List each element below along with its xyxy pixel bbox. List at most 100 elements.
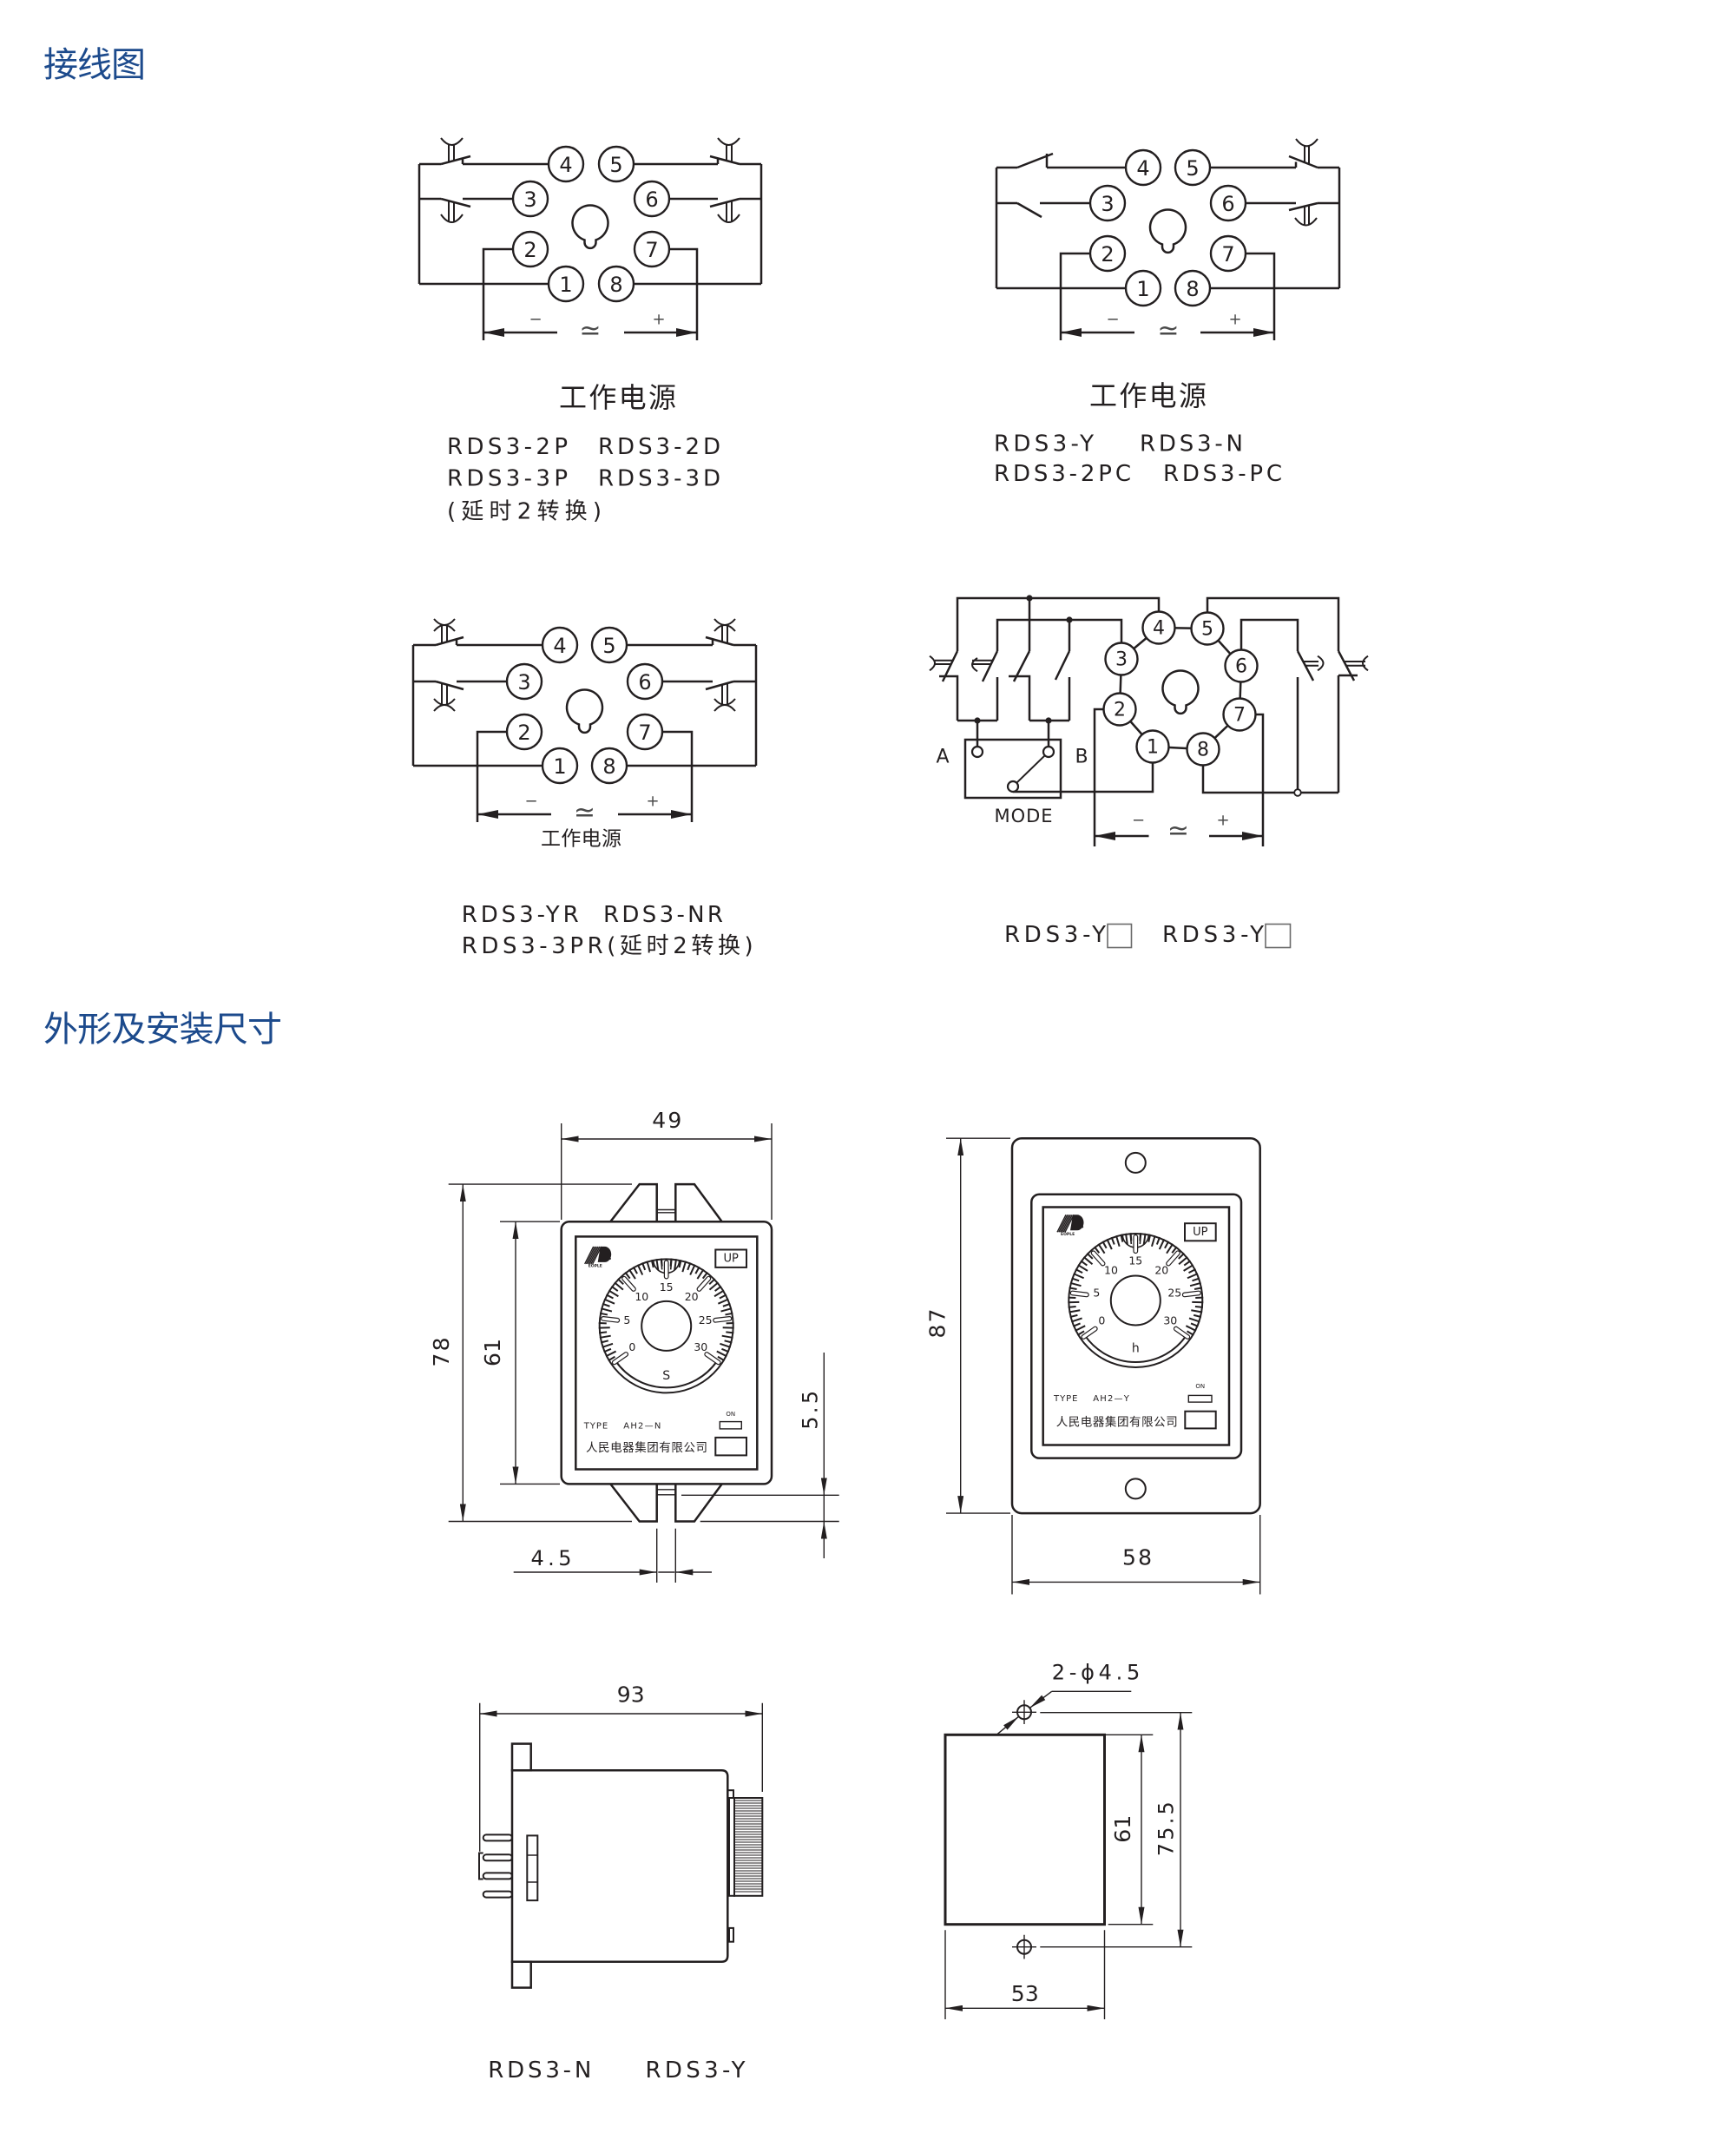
pin-label: 7 bbox=[1221, 242, 1234, 267]
time-dial: 0 5 10 15 20 25 30 h bbox=[1068, 1233, 1204, 1368]
pin-label: 1 bbox=[1147, 737, 1159, 759]
dimension-hole-pitch: 75.5 bbox=[1154, 1801, 1178, 1856]
ac-dc-symbol: ≃ bbox=[579, 316, 601, 346]
delayed-contact-5 bbox=[709, 155, 740, 166]
minus-symbol: − bbox=[524, 793, 537, 811]
dimension-cutout-height: 61 bbox=[1110, 1815, 1135, 1843]
pin-label: 2 bbox=[1101, 242, 1114, 267]
junction-hollow bbox=[1293, 788, 1302, 797]
dial-scale-label: 5 bbox=[623, 1313, 630, 1327]
pin-circle bbox=[511, 230, 549, 268]
pin-label: 2 bbox=[517, 721, 530, 745]
junction-dot bbox=[974, 717, 981, 724]
pin-circle bbox=[1174, 269, 1212, 307]
badge-box bbox=[1184, 1222, 1217, 1242]
dial-minor-tick bbox=[1142, 1233, 1147, 1245]
delay-symbol-icon bbox=[433, 618, 456, 643]
faceplate bbox=[575, 1235, 759, 1471]
wires bbox=[411, 643, 758, 822]
contact-3 bbox=[1016, 201, 1042, 219]
pin-circle bbox=[505, 662, 543, 701]
brand-logo: EOPLE bbox=[584, 1246, 612, 1268]
pin-7: 7 bbox=[626, 713, 664, 751]
indicator-led bbox=[1187, 1394, 1213, 1403]
badge-label: UP bbox=[1193, 1226, 1208, 1239]
button-box bbox=[714, 1436, 747, 1457]
pin-label: 8 bbox=[609, 273, 622, 297]
pin-circle bbox=[541, 747, 579, 785]
model-name: RDS3-3P bbox=[447, 466, 568, 492]
dial-minor-tick bbox=[614, 1281, 624, 1291]
pin-8: 8 bbox=[597, 265, 635, 303]
dial-minor-tick bbox=[1073, 1273, 1085, 1280]
pin-label: 8 bbox=[1197, 740, 1209, 761]
indicator-label: ON bbox=[1195, 1383, 1205, 1390]
dial-minor-tick bbox=[717, 1298, 729, 1305]
wiring-diagram-1: 4 5 3 6 2 7 1 8 − ≃ + 工作电源 RDS3-2P RDS3-… bbox=[418, 137, 763, 525]
dial-minor-tick bbox=[1178, 1256, 1188, 1265]
dial-major-tick bbox=[1081, 1326, 1098, 1340]
dimension-body-height: 61 bbox=[480, 1339, 505, 1366]
mounting-hole-bottom bbox=[1124, 1478, 1147, 1500]
pin-7: 7 bbox=[1222, 697, 1257, 732]
dial-minor-tick bbox=[674, 1259, 677, 1271]
side-tab bbox=[728, 1926, 734, 1943]
dial-minor-tick bbox=[605, 1350, 617, 1358]
dial-knob bbox=[1109, 1274, 1161, 1327]
pin-label: 8 bbox=[1186, 277, 1199, 301]
logo-bowl bbox=[1070, 1215, 1084, 1231]
pin-circle bbox=[1104, 642, 1139, 676]
pin-4: 4 bbox=[1124, 148, 1162, 187]
dial-minor-tick bbox=[1070, 1317, 1082, 1323]
pin-key bbox=[478, 1852, 483, 1880]
wiring-diagram-4: A B MODE 4 5 3 6 2 7 1 8 − ≃ + RDS3-Y RD… bbox=[929, 595, 1369, 949]
pin-circle bbox=[597, 145, 635, 183]
pin-label: 5 bbox=[602, 634, 615, 658]
pin-circle bbox=[1209, 234, 1247, 273]
dial-minor-tick bbox=[681, 1261, 687, 1273]
pin-circle bbox=[1124, 148, 1162, 187]
pin-6: 6 bbox=[1224, 648, 1259, 683]
knurled-knob bbox=[733, 1797, 764, 1897]
ac-dc-symbol: ≃ bbox=[574, 798, 595, 828]
mode-terminal-a bbox=[970, 745, 984, 759]
cutout-outline bbox=[944, 1733, 1106, 1926]
dimension-depth: 93 bbox=[617, 1682, 645, 1708]
socket-key-icon bbox=[565, 688, 604, 734]
pin-circle bbox=[511, 180, 549, 218]
dial-minor-tick bbox=[1150, 1234, 1156, 1248]
dial-major-tick bbox=[601, 1315, 621, 1323]
pin-6: 6 bbox=[633, 180, 671, 218]
extension-lines bbox=[946, 1137, 1261, 1595]
mode-label-b: B bbox=[1075, 747, 1088, 768]
pin-label: 2 bbox=[523, 238, 536, 262]
dial-scale-label: 20 bbox=[685, 1290, 699, 1303]
dial-minor-tick bbox=[608, 1289, 619, 1298]
mode-label: MODE bbox=[995, 806, 1053, 826]
delay-symbol-icon bbox=[717, 201, 740, 223]
delay-symbol-icon bbox=[440, 137, 464, 162]
delayed-contact-5 bbox=[1288, 155, 1318, 169]
delayed-contact-6 bbox=[709, 197, 740, 208]
model-name: RDS3-YR bbox=[462, 902, 579, 928]
dial-minor-tick bbox=[602, 1342, 614, 1348]
socket-pin bbox=[482, 1890, 514, 1899]
dial-inner-arc bbox=[615, 1360, 718, 1389]
brand-logo: EOPLE bbox=[1056, 1214, 1084, 1237]
pin-circle bbox=[1224, 648, 1259, 683]
model-name: RDS3-N bbox=[1140, 431, 1243, 458]
dial-scale-label: 25 bbox=[699, 1313, 713, 1327]
pin-2: 2 bbox=[505, 713, 543, 751]
section-title-dimensions: 外形及安装尺寸 bbox=[43, 1010, 282, 1050]
dial-minor-tick bbox=[1097, 1243, 1106, 1254]
minus-symbol: − bbox=[1132, 812, 1145, 830]
delay-symbol-icon bbox=[1303, 655, 1325, 672]
pin-circle bbox=[547, 145, 585, 183]
mode-terminal-b bbox=[1042, 745, 1055, 759]
dial-minor-tick bbox=[655, 1259, 660, 1271]
indicator-label: ON bbox=[726, 1411, 735, 1418]
hole-leader-arrow bbox=[1029, 1690, 1053, 1708]
pin-label: 5 bbox=[1186, 156, 1199, 181]
mode-lever bbox=[1016, 754, 1046, 784]
contact-blades bbox=[941, 650, 1356, 682]
